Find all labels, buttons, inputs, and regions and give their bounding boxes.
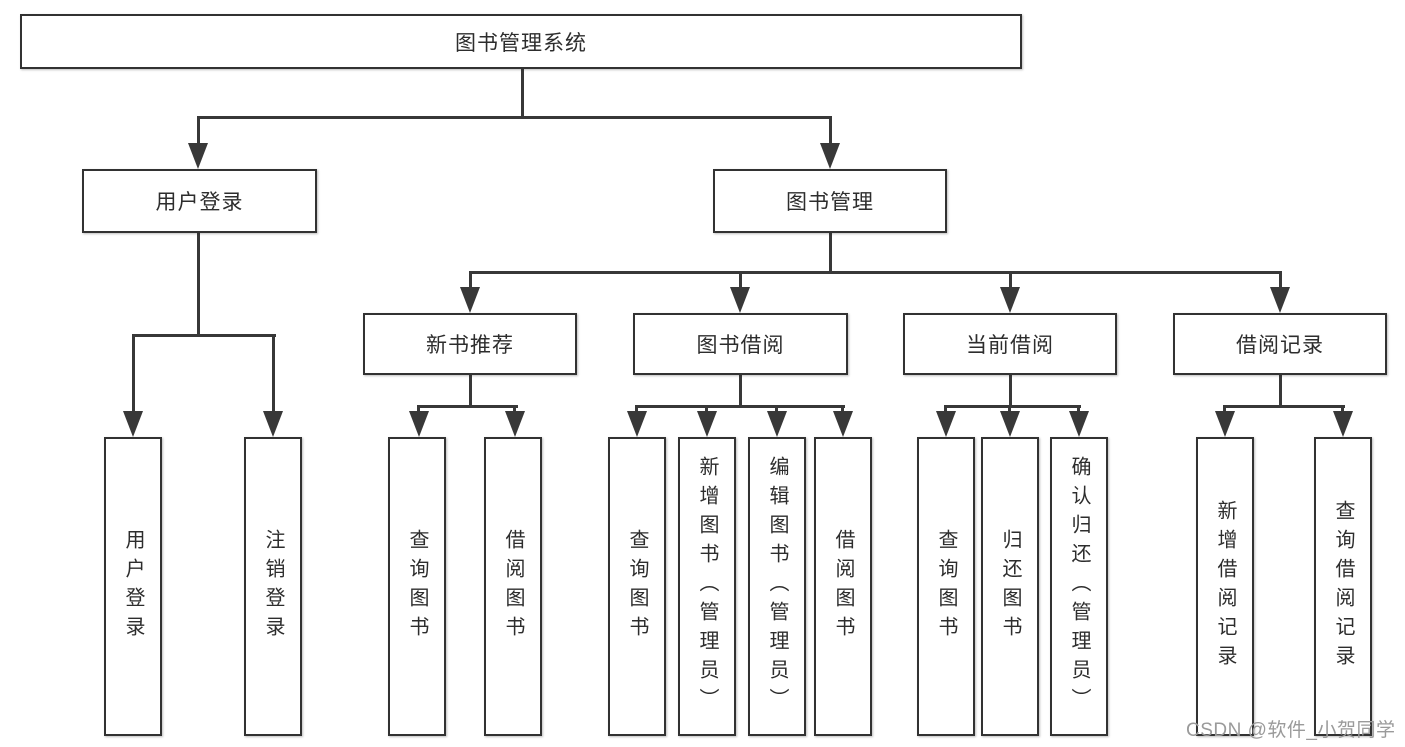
node-current-borrow-label: 当前借阅: [966, 334, 1054, 357]
connector-line: [1279, 271, 1282, 289]
node-root: 图书管理系统: [20, 14, 1022, 69]
connector-arrow: [1333, 411, 1353, 437]
node-root-label: 图书管理系统: [455, 31, 587, 55]
node-borrow-records: 借阅记录: [1173, 313, 1387, 375]
connector-arrow: [730, 287, 750, 313]
connector-line: [829, 116, 832, 146]
connector-arrow: [1270, 287, 1290, 313]
leaf-records-add-record: 新增借阅记录: [1196, 437, 1254, 736]
connector-line: [1341, 405, 1344, 415]
connector-line: [945, 405, 1081, 408]
leaf-current-query-books: 查询图书: [917, 437, 975, 736]
connector-arrow: [409, 411, 429, 437]
connector-line: [469, 271, 1282, 274]
connector-arrow: [833, 411, 853, 437]
leaf-user-login: 用户登录: [104, 437, 162, 736]
connector-arrow: [1215, 411, 1235, 437]
connector-line: [829, 233, 832, 274]
connector-line: [197, 116, 200, 146]
leaf-logout-label: 注销登录: [262, 528, 284, 645]
connector-line: [469, 375, 472, 408]
leaf-records-query-record: 查询借阅记录: [1314, 437, 1372, 736]
connector-arrow: [697, 411, 717, 437]
node-book-management-label: 图书管理: [786, 191, 874, 214]
node-book-borrow: 图书借阅: [633, 313, 848, 375]
leaf-recommend-query-books-label: 查询图书: [406, 528, 428, 645]
leaf-recommend-borrow-books-label: 借阅图书: [502, 528, 524, 645]
connector-arrow: [1069, 411, 1089, 437]
node-new-book-recommend: 新书推荐: [363, 313, 577, 375]
leaf-borrow-query-books: 查询图书: [608, 437, 666, 736]
connector-line: [705, 405, 708, 415]
leaf-borrow-borrow-books: 借阅图书: [814, 437, 872, 736]
leaf-current-return-books: 归还图书: [981, 437, 1039, 736]
connector-line: [739, 271, 742, 289]
connector-line: [1077, 405, 1080, 415]
leaf-user-login-label: 用户登录: [122, 528, 144, 645]
connector-line: [1224, 405, 1345, 408]
connector-arrow: [263, 411, 283, 437]
connector-line: [417, 405, 420, 415]
connector-arrow: [123, 411, 143, 437]
leaf-borrow-edit-books-admin: 编辑图书（管理员）: [748, 437, 806, 736]
node-book-borrow-label: 图书借阅: [696, 334, 785, 357]
leaf-borrow-add-books-admin-label: 新增图书（管理员）: [696, 456, 718, 717]
connector-line: [132, 334, 135, 412]
connector-line: [739, 375, 742, 408]
connector-line: [197, 116, 832, 119]
leaf-current-confirm-return-admin: 确认归还（管理员）: [1050, 437, 1108, 736]
leaf-recommend-borrow-books: 借阅图书: [484, 437, 542, 736]
connector-line: [132, 334, 276, 337]
leaf-borrow-edit-books-admin-label: 编辑图书（管理员）: [766, 456, 788, 717]
connector-line: [272, 334, 275, 412]
leaf-borrow-borrow-books-label: 借阅图书: [832, 528, 854, 645]
connector-arrow: [188, 143, 208, 169]
leaf-records-query-record-label: 查询借阅记录: [1332, 499, 1354, 674]
connector-arrow: [505, 411, 525, 437]
leaf-borrow-add-books-admin: 新增图书（管理员）: [678, 437, 736, 736]
node-new-book-recommend-label: 新书推荐: [426, 334, 514, 357]
connector-line: [1009, 271, 1012, 289]
connector-line: [635, 405, 638, 415]
connector-arrow: [627, 411, 647, 437]
node-user-login-label: 用户登录: [155, 191, 244, 214]
connector-arrow: [820, 143, 840, 169]
watermark: CSDN @软件_小贺同学: [1186, 720, 1396, 741]
connector-line: [469, 271, 472, 289]
leaf-records-add-record-label: 新增借阅记录: [1214, 499, 1236, 674]
connector-line: [1009, 375, 1012, 408]
connector-line: [418, 405, 518, 408]
node-book-management: 图书管理: [713, 169, 947, 233]
connector-line: [1008, 405, 1011, 415]
connector-arrow: [767, 411, 787, 437]
leaf-logout: 注销登录: [244, 437, 302, 736]
connector-line: [513, 405, 516, 415]
connector-line: [1223, 405, 1226, 415]
connector-arrow: [1000, 411, 1020, 437]
connector-line: [521, 69, 524, 118]
leaf-current-query-books-label: 查询图书: [935, 528, 957, 645]
leaf-borrow-query-books-label: 查询图书: [626, 528, 648, 645]
connector-line: [197, 233, 200, 336]
node-user-login: 用户登录: [82, 169, 317, 233]
node-current-borrow: 当前借阅: [903, 313, 1117, 375]
leaf-current-confirm-return-admin-label: 确认归还（管理员）: [1068, 456, 1090, 717]
connector-line: [775, 405, 778, 415]
connector-line: [944, 405, 947, 415]
leaf-recommend-query-books: 查询图书: [388, 437, 446, 736]
connector-line: [1279, 375, 1282, 408]
connector-arrow: [460, 287, 480, 313]
connector-arrow: [1000, 287, 1020, 313]
connector-line: [636, 405, 845, 408]
node-borrow-records-label: 借阅记录: [1236, 334, 1324, 357]
leaf-current-return-books-label: 归还图书: [999, 528, 1021, 645]
connector-line: [841, 405, 844, 415]
connector-arrow: [936, 411, 956, 437]
